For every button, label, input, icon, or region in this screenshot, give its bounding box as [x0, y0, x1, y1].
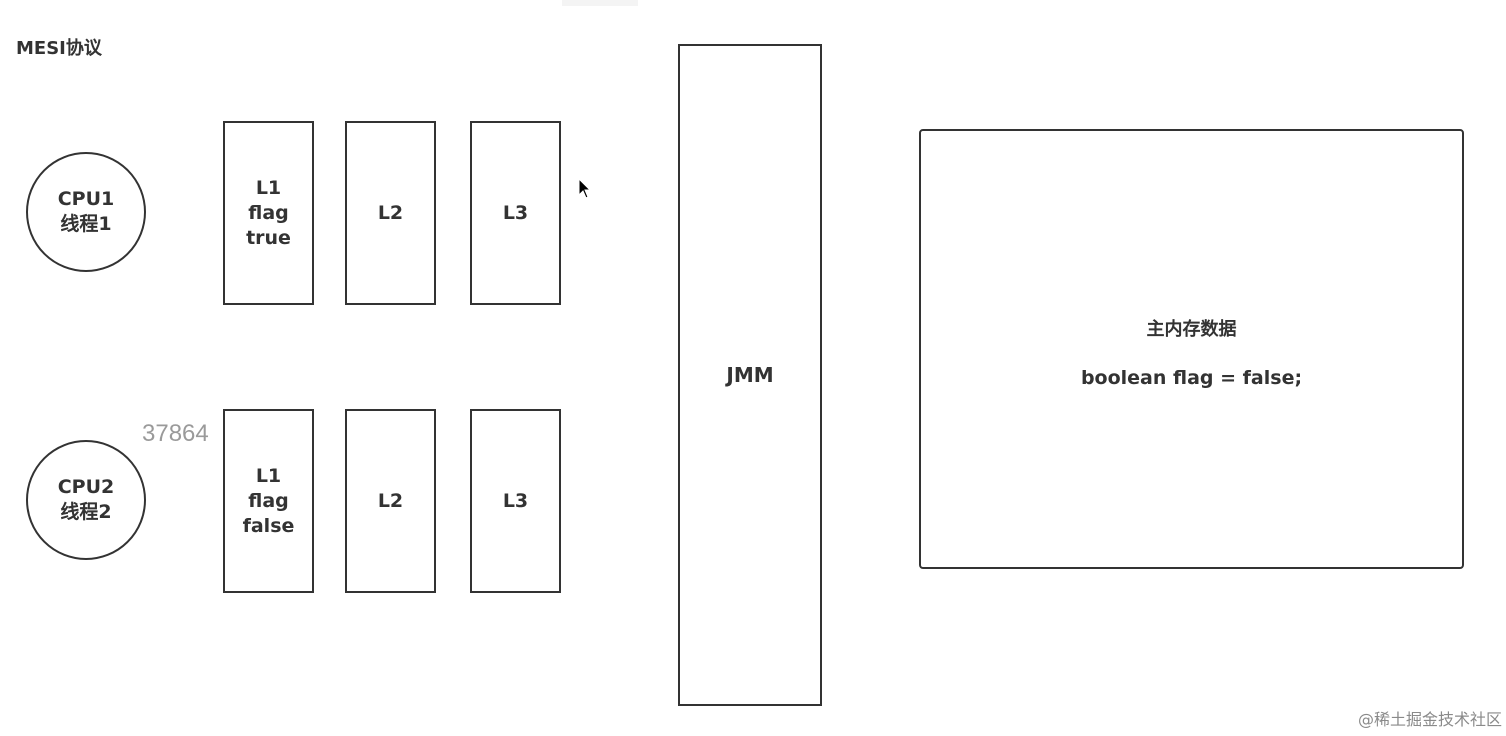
row2-l3-cache: L3 — [470, 409, 561, 593]
jmm-block: JMM — [678, 44, 822, 706]
diagram-title: MESI协议 — [16, 38, 102, 59]
cpu1-node: CPU1 线程1 — [26, 152, 146, 272]
main-memory-title: 主内存数据 — [1146, 319, 1237, 340]
cpu2-label: CPU2 — [57, 476, 115, 498]
row2-l3-label: L3 — [502, 489, 529, 512]
main-memory-code: boolean flag = false; — [1080, 367, 1303, 389]
row2-l1-cache: L1 flag false — [223, 409, 314, 593]
row2-l1-value: false — [242, 514, 295, 537]
cpu2-thread-label: 线程2 — [60, 501, 112, 523]
cpu1-thread-label: 线程1 — [60, 213, 112, 235]
row1-l3-label: L3 — [502, 201, 529, 224]
row2-l1-label: L1 — [255, 464, 282, 487]
row2-l2-label: L2 — [377, 489, 404, 512]
row1-l1-label: L1 — [255, 176, 282, 199]
main-memory-box: 主内存数据 boolean flag = false; — [919, 129, 1464, 569]
cpu2-node: CPU2 线程2 — [26, 440, 146, 560]
row2-l2-cache: L2 — [345, 409, 436, 593]
row1-l1-var: flag — [248, 201, 289, 224]
row1-l1-value: true — [246, 226, 291, 249]
cpu1-label: CPU1 — [57, 188, 115, 210]
watermark: @稀土掘金技术社区 — [1357, 710, 1502, 729]
row1-l3-cache: L3 — [470, 121, 561, 305]
row1-l2-cache: L2 — [345, 121, 436, 305]
overlay-number: 37864 — [142, 420, 209, 447]
top-tab-strip — [562, 0, 638, 6]
row1-l2-label: L2 — [377, 201, 404, 224]
jmm-label: JMM — [726, 363, 774, 387]
mouse-cursor-icon — [578, 178, 592, 199]
row1-l1-cache: L1 flag true — [223, 121, 314, 305]
row2-l1-var: flag — [248, 489, 289, 512]
